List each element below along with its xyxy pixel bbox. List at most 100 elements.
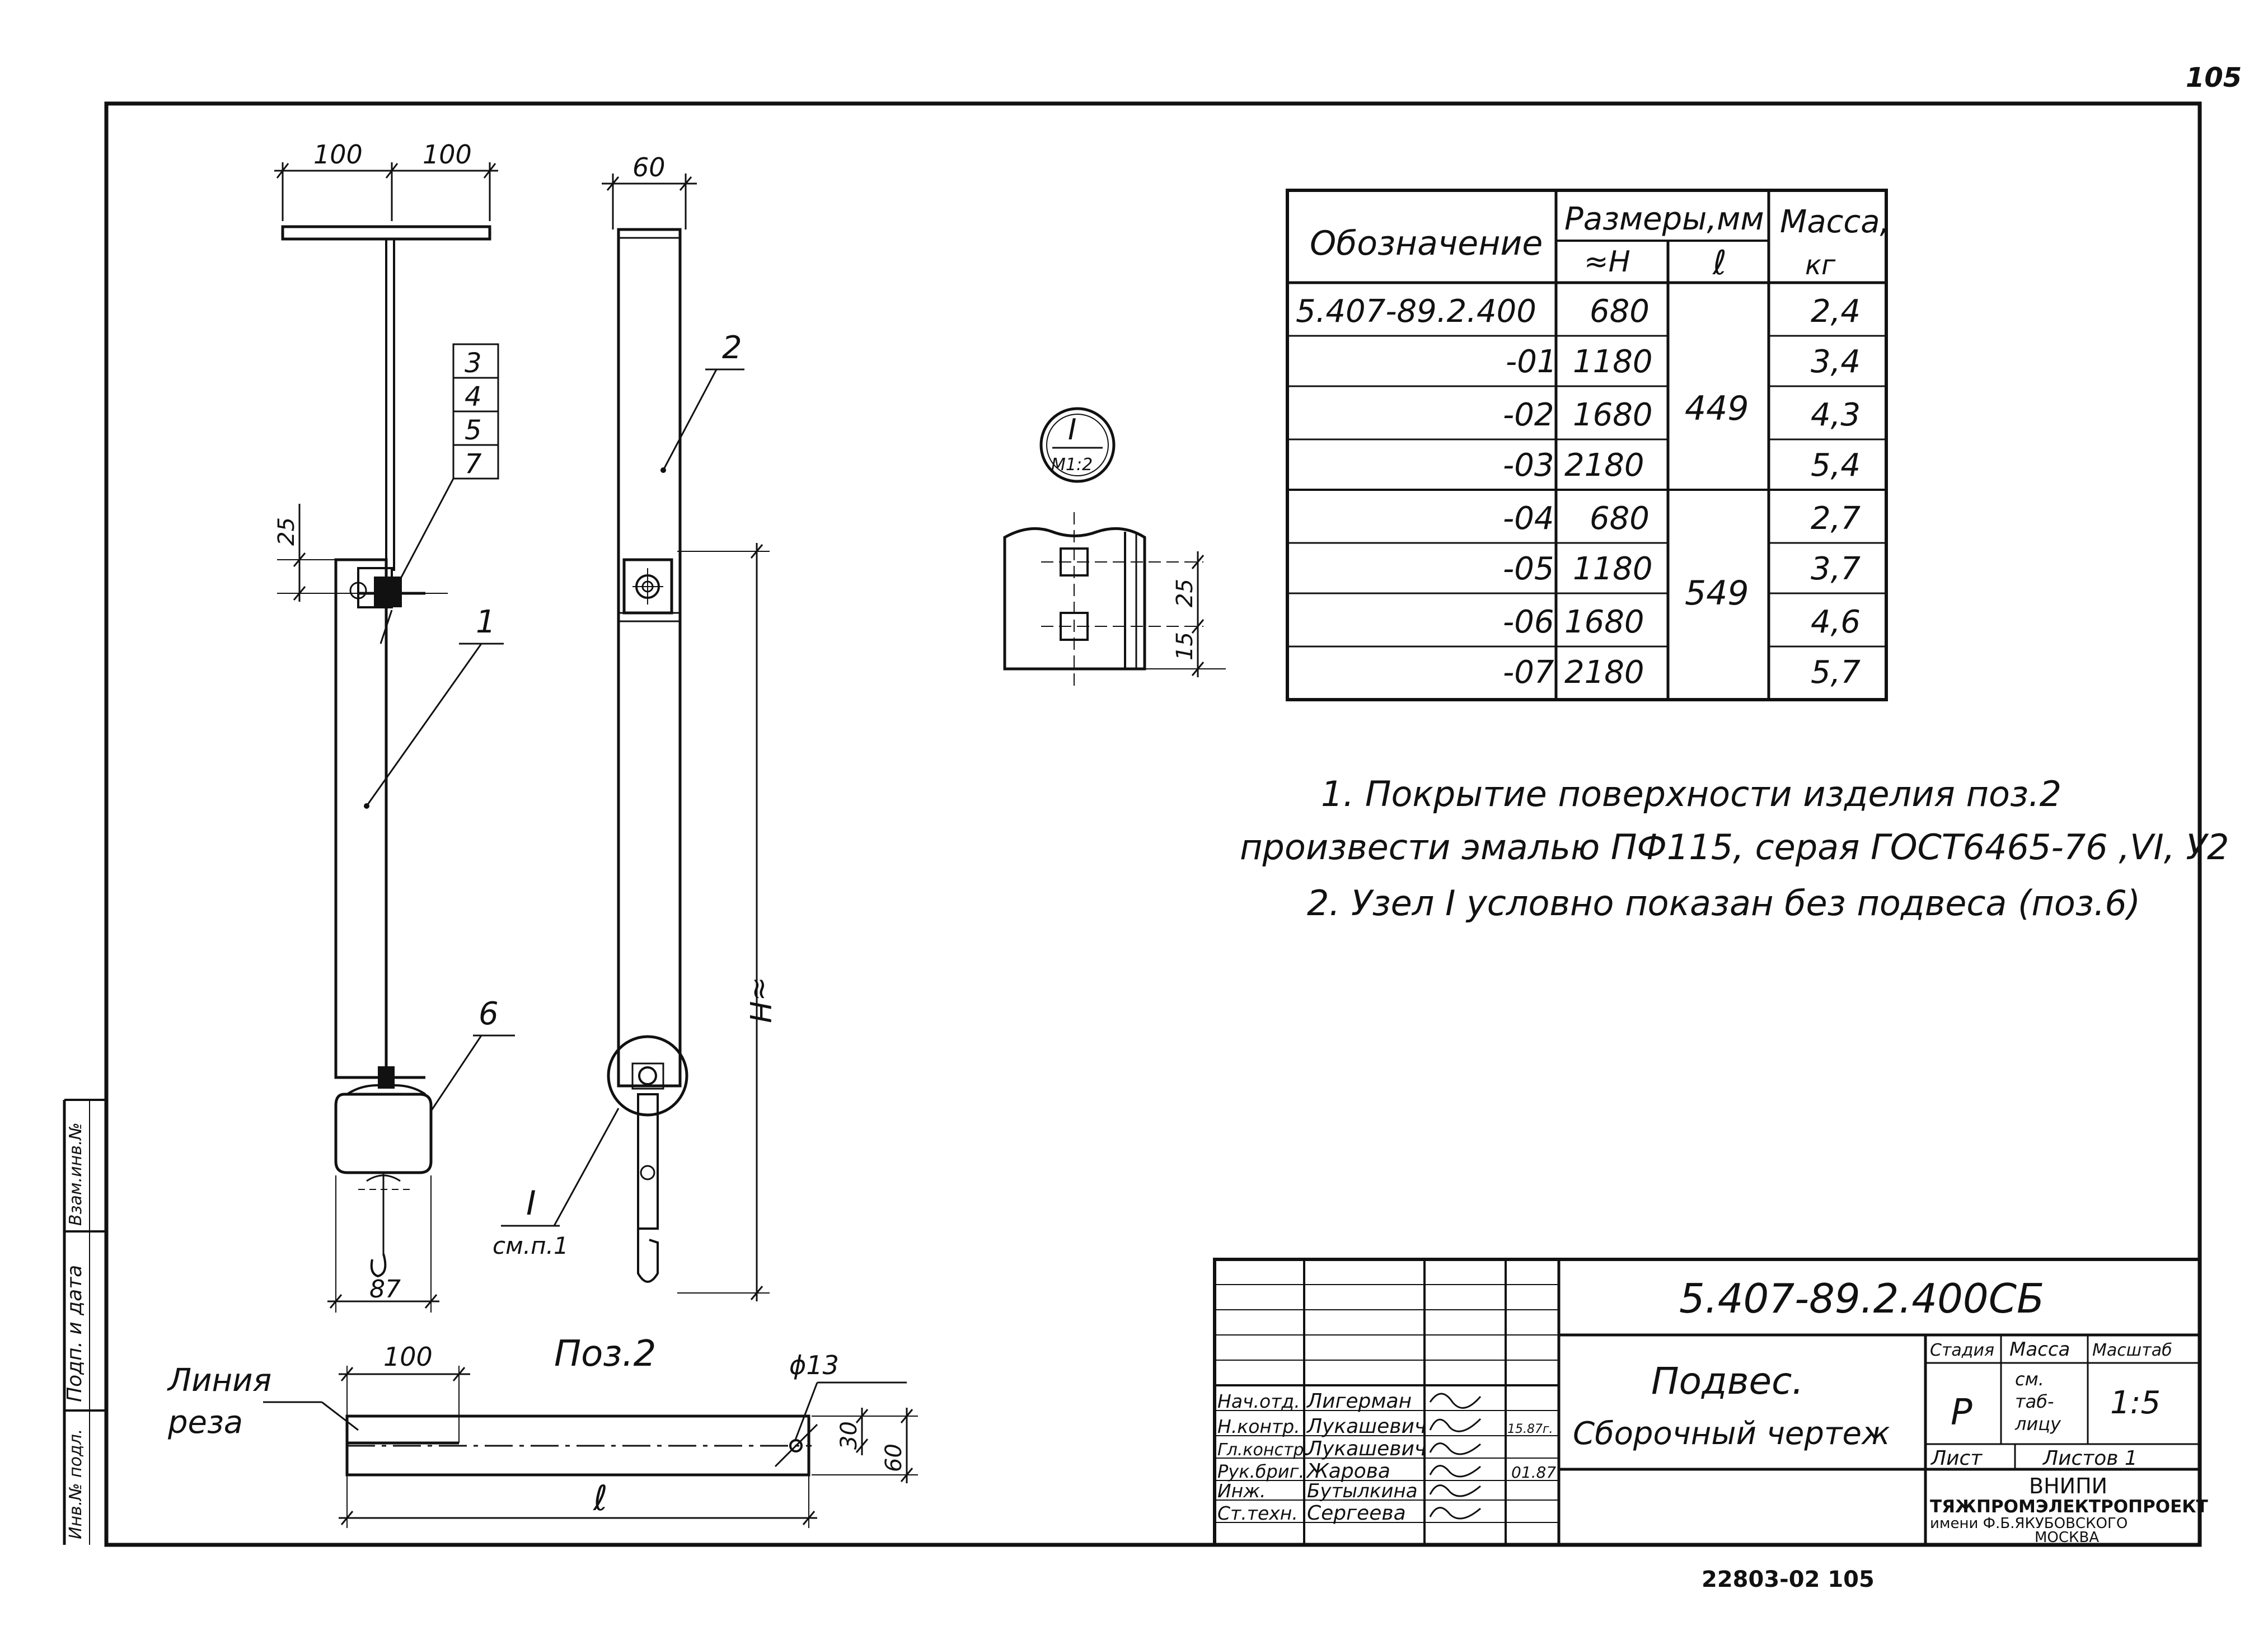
svg-text:2180: 2180 (1564, 654, 1644, 691)
svg-text:01.87: 01.87 (1511, 1463, 1556, 1482)
svg-text:Сергеева: Сергеева (1307, 1502, 1406, 1525)
th-h: ≈H (1584, 245, 1630, 279)
svg-text:4,3: 4,3 (1811, 397, 1861, 433)
title-block: Нач.отд. Лигерман Н.контр. Лукашевич 15.… (1213, 1258, 2208, 1547)
th-designation: Обозначение (1310, 224, 1543, 263)
svg-text:-05: -05 (1503, 551, 1554, 587)
table-row: -02 1680 4,3 (1503, 397, 1861, 433)
note-2: 2. Узел I условно показан без подвеса (п… (1307, 883, 2140, 924)
svg-text:Гл.констр.: Гл.констр. (1217, 1440, 1309, 1460)
node-callout-roman: I (1068, 413, 1076, 447)
pos-2: 2 (722, 330, 742, 366)
stage-value: Р (1951, 1392, 1972, 1433)
front-view: 100 100 3 4 5 7 25 1 (274, 139, 515, 1313)
svg-text:Лукашевич: Лукашевич (1306, 1437, 1426, 1460)
table-row: -01 1180 3,4 (1506, 344, 1861, 380)
pos2-dim-l: ℓ (593, 1478, 608, 1519)
table-row: -07 2180 5,7 (1503, 654, 1861, 691)
table-row: -06 1680 4,6 (1503, 604, 1861, 640)
mass-value-2: таб- (2015, 1391, 2054, 1412)
mass-value-1: см. (2015, 1369, 2044, 1390)
node-ref: см.п.1 (493, 1232, 569, 1259)
side-strip-inventory: Инв.№ подл. (66, 1429, 86, 1539)
doc-subtitle: Сборочный чертеж (1573, 1416, 1890, 1452)
pos-6: 6 (479, 996, 499, 1032)
th-mass-unit: кг (1805, 250, 1836, 281)
footer-code: 22803-02 105 (1702, 1567, 1875, 1592)
svg-text:-01: -01 (1506, 344, 1557, 380)
svg-text:5.407-89.2.400: 5.407-89.2.400 (1296, 293, 1536, 330)
svg-text:Н.контр.: Н.контр. (1217, 1416, 1300, 1437)
org-line-2: ТЯЖПРОМЭЛЕКТРОПРОЕКТ (1930, 1497, 2208, 1517)
svg-text:15.87г.: 15.87г. (1507, 1422, 1553, 1436)
org-line-3: имени Ф.Б.ЯКУБОВСКОГО (1930, 1515, 2128, 1532)
signature-row: Гл.констр. Лукашевич (1217, 1437, 1481, 1460)
table-row: -05 1180 3,7 (1503, 551, 1861, 587)
note-1-cont: произвести эмалью ПФ115, серая ГОСТ6465-… (1240, 827, 2229, 868)
pos-3: 3 (465, 348, 482, 379)
signature-row: Нач.отд. Лигерман (1217, 1390, 1482, 1413)
side-view: 60 2 I см.п.1 ≈H (493, 152, 776, 1301)
mass-label: Масса (2009, 1338, 2070, 1361)
svg-text:Жарова: Жарова (1306, 1460, 1390, 1483)
drawing-frame (104, 101, 2202, 1547)
pos-7: 7 (465, 448, 482, 480)
svg-text:-06: -06 (1503, 604, 1554, 640)
front-dim-25: 25 (274, 517, 299, 546)
pos-4: 4 (465, 381, 482, 413)
cut-line-label: Линия (167, 1362, 271, 1399)
node-detail: I М1:2 25 15 (1003, 407, 1226, 691)
node-dim-15: 15 (1172, 632, 1198, 660)
front-dim-right: 100 (423, 139, 472, 170)
svg-text:-03: -03 (1503, 447, 1554, 484)
svg-text:1180: 1180 (1573, 344, 1653, 380)
svg-text:680: 680 (1590, 500, 1650, 537)
th-mass: Масса, (1780, 204, 1890, 240)
svg-text:1680: 1680 (1573, 397, 1653, 433)
stage-label: Стадия (1930, 1341, 1994, 1360)
svg-text:2,4: 2,4 (1811, 293, 1861, 330)
mass-value-3: лицу (2014, 1413, 2061, 1435)
l-group-449: 449 (1685, 389, 1749, 428)
pos2-dim-30: 30 (836, 1421, 862, 1450)
spec-table: Обозначение Размеры,мм Масса, ≈H ℓ кг 5.… (1286, 189, 1890, 701)
l-group-549: 549 (1685, 574, 1749, 613)
front-dim-87: 87 (369, 1275, 401, 1304)
svg-text:3,7: 3,7 (1811, 551, 1861, 587)
page-number: 105 (2186, 62, 2242, 93)
svg-text:Рук.бриг.: Рук.бриг. (1217, 1461, 1305, 1482)
cut-line-label-2: реза (167, 1404, 243, 1441)
svg-text:3,4: 3,4 (1811, 344, 1861, 380)
scale-label: Масштаб (2092, 1341, 2172, 1360)
notes: 1. Покрытие поверхности изделия поз.2 пр… (1240, 774, 2229, 924)
th-l: ℓ (1712, 243, 1727, 283)
pos2-dim-60: 60 (881, 1444, 907, 1472)
side-strip-signature: Подп. и дата (63, 1265, 86, 1402)
signature-row: Ст.техн. Сергеева (1217, 1502, 1481, 1525)
signature-row: Н.контр. Лукашевич 15.87г. (1217, 1415, 1553, 1438)
node-label: I (526, 1184, 536, 1223)
signature-row: Рук.бриг. Жарова 01.87 (1217, 1460, 1556, 1483)
pos2-title: Поз.2 (554, 1333, 656, 1375)
front-dim-left: 100 (313, 139, 363, 170)
svg-text:Нач.отд.: Нач.отд. (1217, 1390, 1300, 1412)
side-dim-h: ≈H (743, 977, 776, 1023)
note-1: 1. Покрытие поверхности изделия поз.2 (1321, 774, 2061, 814)
th-dimensions: Размеры,мм (1564, 201, 1764, 237)
table-row: -03 2180 5,4 (1503, 447, 1861, 484)
pos2-view: Поз.2 100 Линия реза ϕ13 30 60 (167, 1333, 918, 1528)
side-dim-60: 60 (632, 152, 666, 182)
svg-text:4,6: 4,6 (1811, 604, 1861, 640)
svg-text:Ст.техн.: Ст.техн. (1217, 1502, 1298, 1524)
svg-text:5,7: 5,7 (1811, 654, 1861, 691)
table-row: 5.407-89.2.400 680 2,4 (1296, 293, 1861, 330)
sheets-label: Листов 1 (2042, 1447, 2138, 1470)
org-line-1: ВНИПИ (2029, 1474, 2107, 1498)
signature-row: Инж. Бутылкина (1217, 1480, 1481, 1502)
svg-text:Лигерман: Лигерман (1306, 1390, 1412, 1413)
sheet-label: Лист (1930, 1447, 1983, 1470)
doc-title: Подвес. (1651, 1360, 1803, 1403)
svg-text:5,4: 5,4 (1811, 447, 1861, 484)
pos-5: 5 (465, 415, 482, 446)
